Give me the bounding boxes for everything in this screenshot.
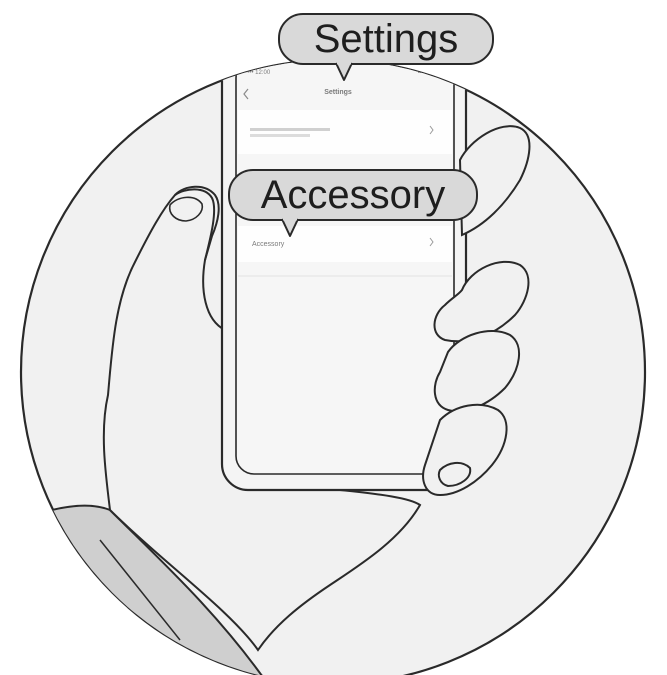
- callout-settings-label: Settings: [314, 17, 459, 61]
- battery-icon: [428, 68, 438, 73]
- callout-accessory-label: Accessory: [261, 173, 446, 217]
- settings-row-device[interactable]: [238, 110, 452, 154]
- accessory-row-label: Accessory: [252, 241, 285, 248]
- screen-nav-title: Settings: [324, 89, 352, 96]
- row-placeholder-text-2: [250, 134, 310, 137]
- row-placeholder-text: [250, 128, 330, 131]
